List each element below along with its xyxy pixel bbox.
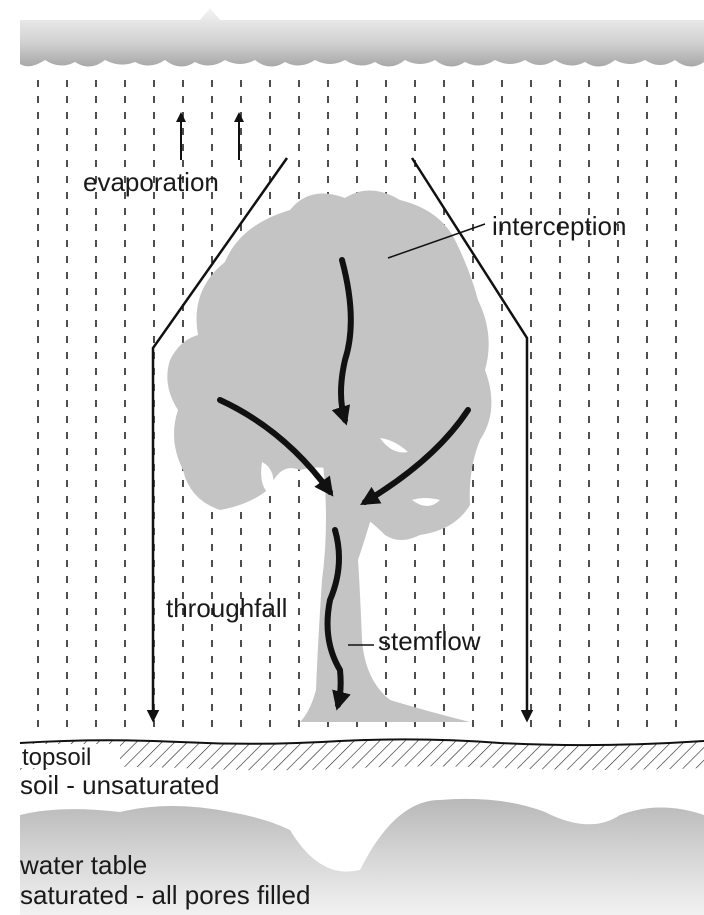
stemflow-label: stemflow xyxy=(378,626,481,656)
evaporation-label: evaporation xyxy=(83,167,219,197)
topsoil-band xyxy=(20,739,704,770)
water-table-label: water table xyxy=(19,850,147,880)
interception-label: interception xyxy=(492,211,626,241)
cloud xyxy=(20,8,704,67)
soil-unsaturated-label: soil - unsaturated xyxy=(20,770,219,800)
saturated-label: saturated - all pores filled xyxy=(20,880,310,910)
topsoil-label: topsoil xyxy=(22,744,91,771)
evaporation-arrows xyxy=(181,114,239,160)
throughfall-label: throughfall xyxy=(166,593,287,623)
